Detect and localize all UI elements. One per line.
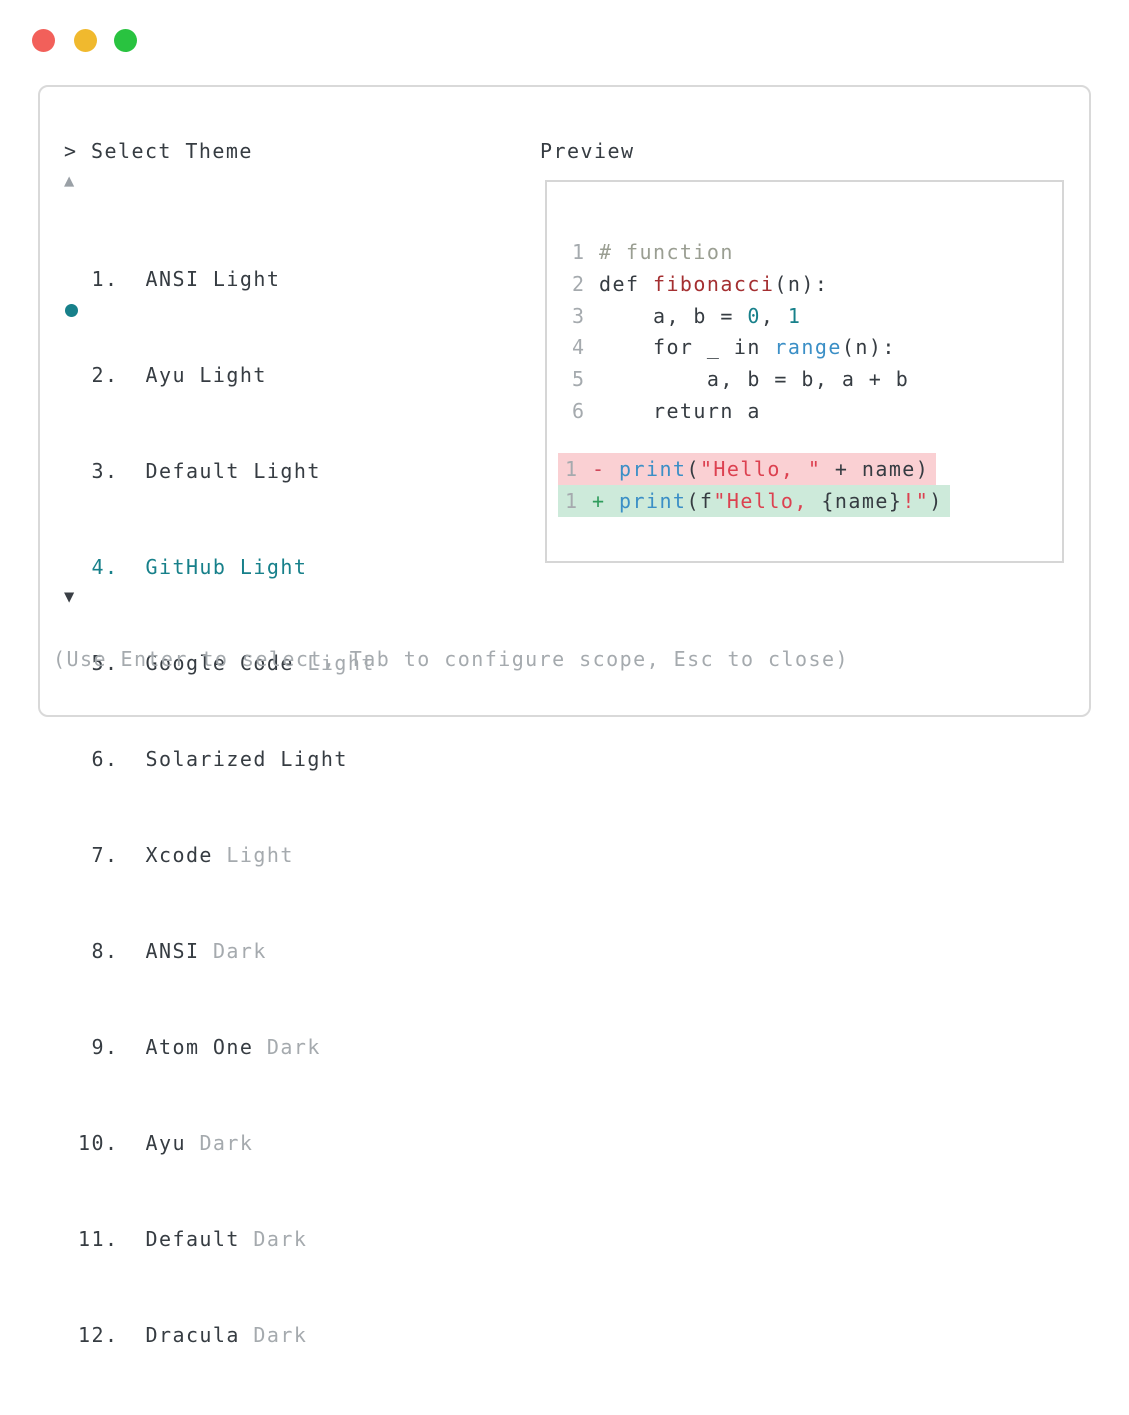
- select-theme-prompt: > Select Theme: [64, 139, 253, 163]
- code-token: 5: [572, 367, 599, 392]
- theme-item-ansi-dark[interactable]: 8. ANSI Dark: [78, 939, 267, 963]
- code-token: 0: [747, 303, 761, 328]
- footer-hint: (Use Enter to select, Tab to configure s…: [53, 647, 849, 671]
- theme-item-solarized-light[interactable]: 6. Solarized Light: [78, 747, 348, 771]
- selected-item-bullet-icon: [65, 304, 78, 317]
- code-token: fibonacci: [652, 271, 775, 296]
- code-token: "Hello,: [713, 488, 822, 513]
- preview-title: Preview: [540, 139, 635, 163]
- theme-item-github-light[interactable]: 4. GitHub Light: [78, 555, 308, 579]
- zoom-button[interactable]: [114, 29, 137, 52]
- code-line: 3 a, b = 0, 1: [572, 300, 950, 332]
- code-token: "Hello, ": [699, 456, 822, 481]
- diff-line-removed: 1 - print("Hello, " + name): [558, 452, 950, 485]
- code-token: 6: [572, 398, 599, 423]
- code-line: 4 for _ in range(n):: [572, 331, 950, 363]
- code-token: 2: [572, 271, 599, 296]
- code-line: 1 # function: [572, 236, 950, 268]
- theme-item-default-dark[interactable]: 11. Default Dark: [78, 1227, 308, 1251]
- code-token: 1: [787, 303, 802, 328]
- code-token: +: [591, 488, 619, 513]
- theme-item-ansi-light[interactable]: 1. ANSI Light: [78, 267, 281, 291]
- code-token: range: [774, 335, 842, 360]
- code-token: ): [929, 488, 943, 513]
- code-token: # function: [598, 240, 734, 264]
- diff-highlight: 1 - print("Hello, " + name): [558, 452, 937, 485]
- code-token: 1: [572, 240, 599, 264]
- code-token: (: [686, 456, 700, 481]
- code-token: 4: [572, 335, 599, 360]
- code-token: !": [902, 488, 930, 513]
- scroll-up-icon[interactable]: ▲: [64, 171, 76, 191]
- code-token: -: [591, 456, 619, 481]
- theme-item-atom-one-dark[interactable]: 9. Atom One Dark: [78, 1035, 321, 1059]
- theme-item-dracula-dark[interactable]: 12. Dracula Dark: [78, 1323, 308, 1347]
- diff-spacer: [572, 427, 950, 453]
- code-token: 1: [565, 456, 592, 481]
- code-token: a, b = b, a + b: [598, 367, 910, 392]
- code-token: {name}: [821, 488, 903, 513]
- theme-item-ayu-dark[interactable]: 10. Ayu Dark: [78, 1131, 254, 1155]
- scroll-down-icon[interactable]: ▼: [64, 587, 76, 607]
- code-token: 3: [572, 303, 599, 328]
- code-token: (n):: [774, 271, 829, 296]
- code-line: 6 return a: [572, 395, 950, 427]
- diff-line-added: 1 + print(f"Hello, {name}!"): [558, 484, 950, 517]
- code-token: a, b =: [598, 303, 748, 328]
- code-token: (f: [686, 488, 714, 513]
- minimize-button[interactable]: [74, 29, 97, 52]
- theme-item-xcode-light[interactable]: 7. Xcode Light: [78, 843, 294, 867]
- theme-item-google-code-light[interactable]: 5. Google Code Light: [78, 651, 375, 675]
- code-line: 2 def fibonacci(n):: [572, 268, 950, 300]
- code-token: for _ in: [598, 335, 775, 360]
- diff-highlight: 1 + print(f"Hello, {name}!"): [558, 484, 950, 517]
- code-token: (n):: [841, 335, 896, 360]
- code-line: 5 a, b = b, a + b: [572, 363, 950, 395]
- code-token: print: [618, 456, 687, 481]
- code-token: + name): [821, 456, 930, 481]
- code-token: 1: [565, 488, 592, 513]
- close-button[interactable]: [32, 29, 55, 52]
- code-token: def: [598, 271, 653, 296]
- theme-picker-panel: > Select Theme ▲ 1. ANSI Light 2. Ayu Li…: [38, 85, 1091, 1347]
- theme-item-ayu-light[interactable]: 2. Ayu Light: [78, 363, 267, 387]
- theme-item-default-light[interactable]: 3. Default Light: [78, 459, 321, 483]
- code-token: print: [618, 488, 687, 513]
- code-token: return a: [598, 398, 761, 423]
- code-token: ,: [760, 303, 788, 328]
- theme-list: 1. ANSI Light 2. Ayu Light 3. Default Li…: [78, 199, 375, 1415]
